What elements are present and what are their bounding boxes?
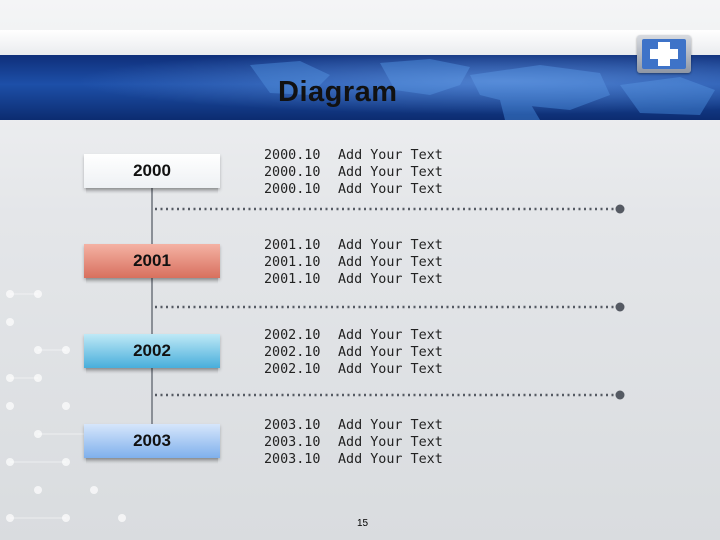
list-item: 2000.10 Add Your Text bbox=[264, 164, 504, 181]
connector-end-dot bbox=[615, 390, 625, 400]
banner-glow bbox=[0, 55, 720, 120]
list-item: 2003.10 Add Your Text bbox=[264, 417, 504, 434]
entry-text: Add Your Text bbox=[338, 148, 443, 163]
dotted-connector-1 bbox=[155, 204, 625, 214]
entry-text: Add Your Text bbox=[338, 272, 443, 287]
list-item: 2001.10 Add Your Text bbox=[264, 254, 504, 271]
dotted-connector-3 bbox=[155, 390, 625, 400]
year-label: 2003 bbox=[133, 431, 171, 450]
medical-cross-icon bbox=[637, 35, 691, 73]
entry-text: Add Your Text bbox=[338, 182, 443, 197]
entry-text: Add Your Text bbox=[338, 362, 443, 377]
timeline-spine bbox=[151, 186, 153, 430]
entry-text: Add Your Text bbox=[338, 328, 443, 343]
dotted-connector-2 bbox=[155, 302, 625, 312]
entry-date: 2003.10 bbox=[264, 418, 321, 433]
entry-text: Add Your Text bbox=[338, 238, 443, 253]
year-box-2003: 2003 bbox=[84, 424, 220, 464]
entry-text: Add Your Text bbox=[338, 345, 443, 360]
entry-date: 2000.10 bbox=[264, 148, 321, 163]
list-item: 2002.10 Add Your Text bbox=[264, 361, 504, 378]
entry-date: 2001.10 bbox=[264, 238, 321, 253]
year-label: 2001 bbox=[133, 251, 171, 270]
banner-highlight bbox=[0, 30, 720, 56]
entry-date: 2002.10 bbox=[264, 345, 321, 360]
year-label: 2002 bbox=[133, 341, 171, 360]
entry-date: 2003.10 bbox=[264, 452, 321, 467]
list-item: 2003.10 Add Your Text bbox=[264, 451, 504, 468]
list-item: 2000.10 Add Your Text bbox=[264, 147, 504, 164]
world-map-banner bbox=[0, 55, 720, 120]
entry-date: 2001.10 bbox=[264, 255, 321, 270]
list-item: 2000.10 Add Your Text bbox=[264, 181, 504, 198]
list-item: 2003.10 Add Your Text bbox=[264, 434, 504, 451]
entry-date: 2002.10 bbox=[264, 328, 321, 343]
entry-text: Add Your Text bbox=[338, 165, 443, 180]
connector-end-dot bbox=[615, 302, 625, 312]
entry-date: 2000.10 bbox=[264, 182, 321, 197]
decorative-dots bbox=[6, 290, 126, 522]
list-item: 2001.10 Add Your Text bbox=[264, 237, 504, 254]
year-label: 2000 bbox=[133, 161, 171, 180]
entry-date: 2001.10 bbox=[264, 272, 321, 287]
entry-date: 2003.10 bbox=[264, 435, 321, 450]
cross-glyph bbox=[642, 39, 686, 69]
entry-text: Add Your Text bbox=[338, 452, 443, 467]
page-number: 15 bbox=[357, 518, 369, 529]
year-box-2000: 2000 bbox=[84, 154, 220, 194]
entry-text: Add Your Text bbox=[338, 435, 443, 450]
page-title: Diagram bbox=[278, 76, 398, 108]
list-item: 2001.10 Add Your Text bbox=[264, 271, 504, 288]
entry-date: 2002.10 bbox=[264, 362, 321, 377]
year-box-2001: 2001 bbox=[84, 244, 220, 284]
list-item: 2002.10 Add Your Text bbox=[264, 327, 504, 344]
connector-end-dot bbox=[615, 204, 625, 214]
entry-text: Add Your Text bbox=[338, 418, 443, 433]
list-item: 2002.10 Add Your Text bbox=[264, 344, 504, 361]
year-box-2002: 2002 bbox=[84, 334, 220, 374]
entry-date: 2000.10 bbox=[264, 165, 321, 180]
entry-text: Add Your Text bbox=[338, 255, 443, 270]
